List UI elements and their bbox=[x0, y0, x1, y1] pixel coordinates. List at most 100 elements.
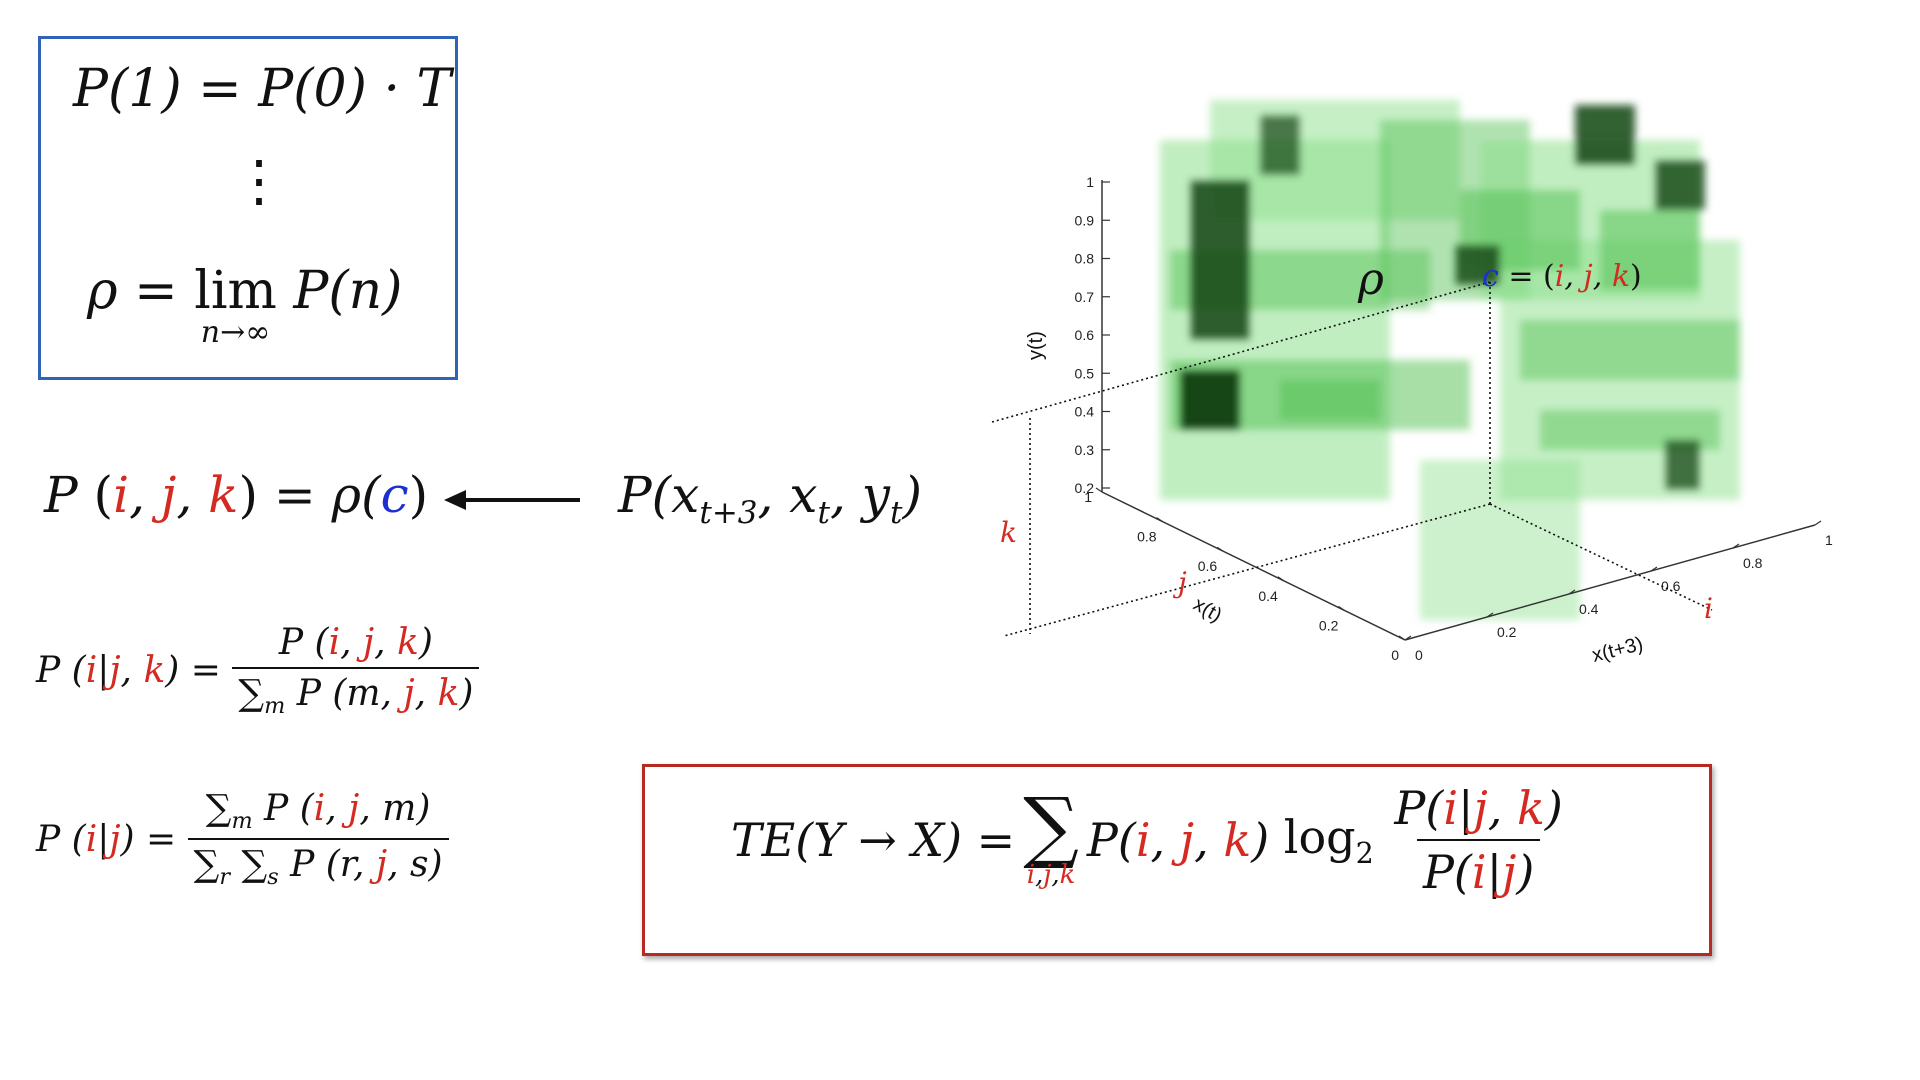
te-fraction: P(i|j, k) P(i|j) bbox=[1394, 781, 1563, 899]
sum-j: j bbox=[1043, 860, 1052, 890]
num-j: j bbox=[1473, 781, 1488, 835]
num-open: P( bbox=[1394, 781, 1444, 835]
x-tick-label: 0.4 bbox=[1258, 588, 1278, 604]
k-marker: k bbox=[1000, 516, 1017, 549]
index-i: i bbox=[1135, 813, 1151, 867]
y-tick-label: 0.4 bbox=[1075, 404, 1095, 420]
sum-operator: ∑ i,j,k bbox=[1023, 782, 1079, 890]
z-tick bbox=[1650, 566, 1658, 572]
den-open: P (r, bbox=[278, 844, 376, 886]
x-tick bbox=[1338, 605, 1345, 611]
sum-symbol-s: ∑ bbox=[230, 844, 268, 886]
z-tick-label: 1 bbox=[1825, 532, 1833, 548]
log-operator: log bbox=[1283, 809, 1356, 864]
sub-t-plus-3: t+3 bbox=[699, 495, 758, 531]
z-tick bbox=[1404, 635, 1412, 641]
voxel bbox=[1280, 380, 1380, 420]
conditional-probability-ijk: P (i|j, k) = P (i, j, k) ∑m P (m, j, k) bbox=[36, 622, 480, 720]
y-tick-label: 0.6 bbox=[1075, 327, 1095, 343]
x-tick-label: 1 bbox=[1084, 489, 1092, 505]
equals: ) = bbox=[120, 818, 177, 860]
log-base: 2 bbox=[1355, 837, 1374, 871]
x-tick bbox=[1156, 517, 1163, 523]
index-j: j bbox=[160, 466, 177, 524]
x-tick-label: 0.2 bbox=[1319, 617, 1339, 633]
dense-voxel bbox=[1260, 115, 1300, 175]
sum-sub-m: m bbox=[264, 693, 286, 720]
dense-voxel bbox=[1655, 160, 1705, 210]
cell-c: c bbox=[380, 466, 409, 524]
index-i: i bbox=[85, 650, 98, 692]
num-k: k bbox=[1517, 781, 1545, 835]
y-tick-label: 0.3 bbox=[1075, 442, 1095, 458]
z-tick bbox=[1568, 589, 1576, 595]
x-tick-label: 0 bbox=[1391, 647, 1399, 663]
dense-voxel bbox=[1455, 245, 1500, 285]
y-tick-label: 0.2 bbox=[1075, 480, 1095, 496]
z-tick-label: 0.2 bbox=[1497, 624, 1517, 640]
z-tick-label: 0.4 bbox=[1579, 601, 1599, 617]
rhs-x: , x bbox=[757, 466, 818, 524]
joint-probability-expression: P(xt+3, xt, yt) bbox=[618, 466, 922, 531]
y-tick-label: 1 bbox=[1086, 174, 1094, 190]
y-tick-label: 0.8 bbox=[1075, 251, 1095, 267]
sum-sub-s: s bbox=[267, 864, 279, 891]
num-open: P ( bbox=[278, 622, 329, 663]
sum-sub-m: m bbox=[231, 808, 253, 835]
j-marker: j bbox=[1172, 566, 1187, 599]
x-tick bbox=[1277, 576, 1285, 582]
lim-subscript: n→∞ bbox=[200, 315, 271, 350]
index-k: k bbox=[143, 650, 166, 692]
te-lhs: TE(Y → X) = bbox=[731, 813, 1016, 867]
lhs-open: P ( bbox=[36, 818, 86, 860]
den-open: P (m, bbox=[285, 673, 404, 714]
dense-voxel bbox=[1665, 440, 1700, 490]
index-k: k bbox=[208, 466, 239, 524]
sum-symbol: ∑ bbox=[238, 673, 265, 714]
den-open: P( bbox=[1422, 845, 1472, 899]
index-i: i bbox=[85, 818, 98, 860]
dense-voxel bbox=[1180, 370, 1240, 430]
rho-limit-equation: ρ = lim n→∞ P(n) bbox=[87, 261, 402, 350]
rhs-y: , y bbox=[829, 466, 891, 524]
given-bar: | bbox=[97, 818, 110, 860]
num-open: P ( bbox=[252, 788, 314, 829]
z-tick-label: 0.6 bbox=[1661, 578, 1681, 594]
voxel bbox=[1520, 320, 1740, 380]
axes bbox=[1101, 180, 1816, 641]
y-tick-label: 0.7 bbox=[1075, 289, 1095, 305]
den-i: i bbox=[1471, 845, 1487, 899]
cell-k: k bbox=[1612, 259, 1630, 294]
cell-i: i bbox=[1555, 259, 1565, 294]
close-paren: ) bbox=[408, 466, 429, 524]
z-tick bbox=[1814, 520, 1822, 526]
index-k: k bbox=[1223, 813, 1252, 867]
voxel bbox=[1600, 210, 1700, 290]
equals: ) = bbox=[165, 650, 221, 692]
index-j: j bbox=[1179, 813, 1195, 867]
sub-t: t bbox=[817, 495, 830, 531]
num-j: j bbox=[362, 622, 375, 663]
sum-symbol: ∑ bbox=[1023, 782, 1079, 872]
index-j: j bbox=[109, 818, 121, 860]
equals-sign: = bbox=[134, 261, 178, 321]
sub-t-2: t bbox=[890, 495, 903, 531]
sum-sub-r: r bbox=[219, 864, 231, 891]
fraction: ∑m P (i, j, m) ∑r ∑s P (r, j, s) bbox=[187, 788, 449, 891]
den-j: j bbox=[1502, 845, 1517, 899]
num-j: j bbox=[348, 788, 360, 829]
z-tick-label: 0.8 bbox=[1743, 555, 1763, 571]
vertical-ellipsis: ⋮ bbox=[231, 149, 287, 214]
x-axis-label: x(t) bbox=[1190, 593, 1226, 626]
num-i: i bbox=[328, 622, 341, 663]
z-tick-label: 0 bbox=[1415, 647, 1423, 663]
rhs-open: P(x bbox=[618, 466, 700, 524]
x-tick-label: 0.8 bbox=[1137, 529, 1157, 545]
den-j: j bbox=[403, 673, 415, 714]
den-close: , s) bbox=[387, 844, 443, 886]
lhs-open: P ( bbox=[36, 650, 86, 692]
p-symbol: P bbox=[44, 466, 78, 524]
left-arrow-icon bbox=[444, 490, 580, 510]
rho-symbol: ρ bbox=[87, 261, 118, 321]
